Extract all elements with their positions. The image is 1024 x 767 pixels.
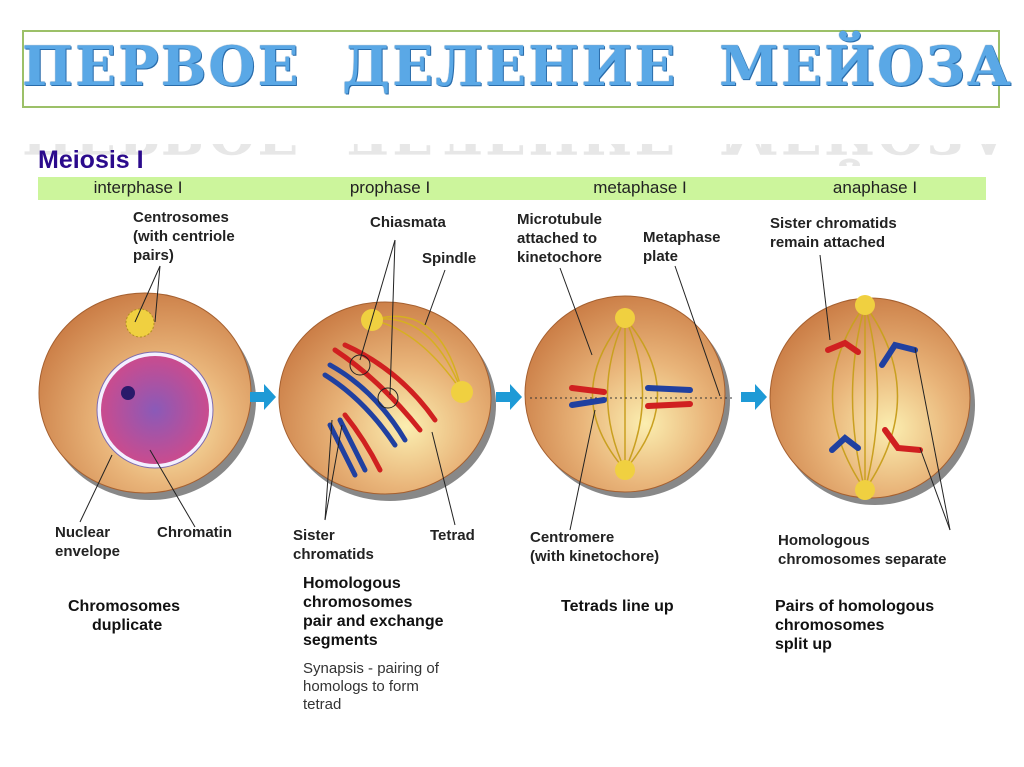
label-line: Microtubule xyxy=(517,211,602,228)
caption-interphase: Chromosomes duplicate xyxy=(68,597,180,635)
label-line: Centrosomes xyxy=(133,209,229,226)
caption-line: chromosomes xyxy=(775,617,885,634)
title-frame xyxy=(22,30,1000,108)
label-homologous-separate: Homologous chromosomes separate xyxy=(778,531,946,569)
arrow-icon xyxy=(250,384,276,410)
label-line: Metaphase xyxy=(643,229,721,246)
phase-metaphase: metaphase I xyxy=(593,178,687,197)
note-line: Synapsis - pairing of xyxy=(303,660,439,677)
caption-line: Homologous xyxy=(303,575,401,592)
label-line: (with centriole xyxy=(133,228,235,245)
caption-line: Pairs of homologous xyxy=(775,598,935,615)
label-sister-remain: Sister chromatids remain attached xyxy=(770,214,897,252)
caption-metaphase: Tetrads line up xyxy=(561,598,674,615)
label-nuclear-envelope: Nuclear envelope xyxy=(55,523,120,561)
label-line: chromatids xyxy=(293,546,374,563)
caption-line: split up xyxy=(775,636,832,653)
label-line: pairs) xyxy=(133,247,174,264)
leader-lines xyxy=(79,239,951,531)
cell-metaphase xyxy=(524,295,735,498)
label-spindle: Spindle xyxy=(422,250,477,267)
caption-anaphase: Pairs of homologous chromosomes split up xyxy=(775,597,934,654)
caption-line: Chromosomes xyxy=(68,598,181,615)
phase-interphase: interphase I xyxy=(93,178,183,197)
page-title: ПЕРВОЕ ДЕЛЕНИЕ МЕЙОЗА xyxy=(22,34,1013,98)
caption-line: chromosomes xyxy=(303,594,413,611)
label-line: plate xyxy=(643,248,679,265)
label-line: envelope xyxy=(55,543,121,560)
caption-prophase: Homologous chromosomes pair and exchange… xyxy=(303,574,444,650)
label-line: Sister xyxy=(293,527,335,544)
label-line: chromosomes separate xyxy=(778,551,947,568)
caption-line: segments xyxy=(303,632,378,649)
label-line: Nuclear xyxy=(55,524,111,541)
label-line: Centromere xyxy=(530,529,615,546)
phase-anaphase: anaphase I xyxy=(832,178,918,197)
label-microtubule: Microtubule attached to kinetochore xyxy=(517,210,602,267)
label-line: Sister chromatids xyxy=(770,215,897,232)
cell-interphase xyxy=(38,292,256,500)
label-chiasmata: Chiasmata xyxy=(370,214,446,231)
arrow-icon xyxy=(496,384,522,410)
label-line: kinetochore xyxy=(517,249,603,266)
label-centromere: Centromere (with kinetochore) xyxy=(530,528,659,566)
note-line: tetrad xyxy=(303,696,342,713)
phase-band xyxy=(38,177,986,200)
label-tetrad: Tetrad xyxy=(430,527,475,544)
label-line: remain attached xyxy=(770,234,886,251)
label-sister-chromatids: Sister chromatids xyxy=(293,526,374,564)
arrow-icon xyxy=(741,384,767,410)
note-synapsis: Synapsis - pairing of homologs to form t… xyxy=(303,660,439,714)
label-centrosomes: Centrosomes (with centriole pairs) xyxy=(133,208,235,265)
note-line: homologs to form xyxy=(303,678,419,695)
label-metaphase-plate: Metaphase plate xyxy=(643,228,721,266)
label-line: (with kinetochore) xyxy=(530,548,660,565)
caption-line: duplicate xyxy=(92,617,163,634)
caption-line: pair and exchange xyxy=(303,613,444,630)
label-chromatin: Chromatin xyxy=(157,524,232,541)
label-line: attached to xyxy=(517,230,598,247)
label-line: Homologous xyxy=(778,532,870,549)
diagram-heading: Meiosis I xyxy=(38,146,144,174)
phase-prophase: prophase I xyxy=(349,178,431,197)
cell-anaphase xyxy=(769,295,975,505)
cell-prophase xyxy=(278,301,496,501)
